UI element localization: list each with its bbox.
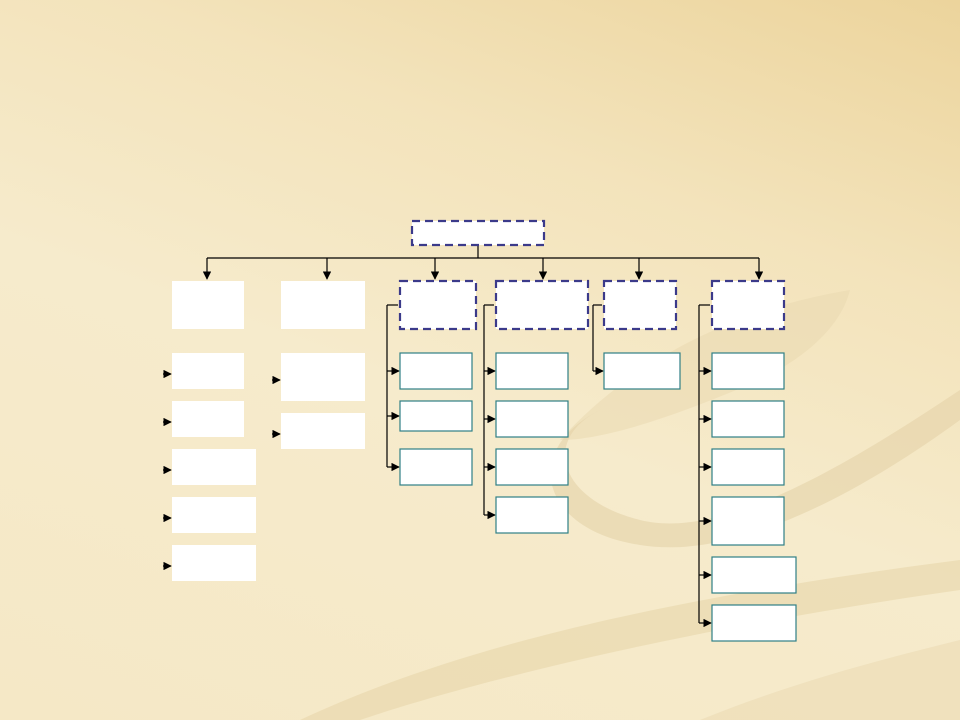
branch-6-child-1-frame	[711, 352, 785, 390]
branch-6-child-6-frame	[711, 604, 797, 642]
branch-5-node	[602, 279, 678, 331]
branch-4-child-2-frame	[495, 400, 569, 438]
branch-3-child-3-frame	[399, 448, 473, 486]
root-node	[410, 219, 546, 247]
branch-1-child-3-frame	[172, 449, 256, 485]
branch-6-child-2	[711, 400, 785, 438]
branch-1-child-2-frame	[172, 401, 244, 437]
branch-1-child-5-frame	[172, 545, 256, 581]
branch-1-node-frame	[172, 281, 244, 329]
branch-6-child-6	[711, 604, 797, 642]
branch-2-child-1	[281, 353, 365, 401]
branch-2-node-frame	[281, 281, 365, 329]
branch-1-child-1	[172, 353, 244, 389]
branch-6-child-3-frame	[711, 448, 785, 486]
branch-6-node-frame	[710, 279, 786, 331]
branch-6-child-3	[711, 448, 785, 486]
branch-4-child-1-frame	[495, 352, 569, 390]
branch-5-child-1-frame	[603, 352, 681, 390]
branch-3-node-frame	[398, 279, 478, 331]
branch-1-child-3	[172, 449, 256, 485]
branch-4-node-frame	[494, 279, 590, 331]
swoosh-band-lower	[300, 560, 960, 720]
branch-6-child-5	[711, 556, 797, 594]
branch-4-child-4	[495, 496, 569, 534]
branch-6-node	[710, 279, 786, 331]
branch-6-child-5-frame	[711, 556, 797, 594]
branch-4-child-3-frame	[495, 448, 569, 486]
branch-2-child-1-frame	[281, 353, 365, 401]
branch-5-node-frame	[602, 279, 678, 331]
branch-1-child-4-frame	[172, 497, 256, 533]
branch-1-child-4	[172, 497, 256, 533]
branch-4-child-3	[495, 448, 569, 486]
branch-3-child-2-frame	[399, 400, 473, 432]
connector-lines	[163, 245, 764, 628]
branch-2-node	[281, 281, 365, 329]
branch-4-child-1	[495, 352, 569, 390]
branch-1-node	[172, 281, 244, 329]
swoosh-band-bottom	[700, 640, 960, 720]
branch-5-child-1	[603, 352, 681, 390]
branch-1-child-5	[172, 545, 256, 581]
branch-2-child-2	[281, 413, 365, 449]
branch-4-child-2	[495, 400, 569, 438]
branch-6-child-2-frame	[711, 400, 785, 438]
branch-4-child-4-frame	[495, 496, 569, 534]
branch-6-child-4-frame	[711, 496, 785, 546]
diagram-boxes	[172, 219, 797, 642]
branch-3-node	[398, 279, 478, 331]
root-node-frame	[410, 219, 546, 247]
branch-1-child-1-frame	[172, 353, 244, 389]
branch-3-child-1	[399, 352, 473, 390]
branch-3-child-2	[399, 400, 473, 432]
branch-6-child-4	[711, 496, 785, 546]
branch-2-child-2-frame	[281, 413, 365, 449]
branch-6-child-1	[711, 352, 785, 390]
branch-1-child-2	[172, 401, 244, 437]
branch-3-child-1-frame	[399, 352, 473, 390]
branch-4-node	[494, 279, 590, 331]
branch-3-child-3	[399, 448, 473, 486]
